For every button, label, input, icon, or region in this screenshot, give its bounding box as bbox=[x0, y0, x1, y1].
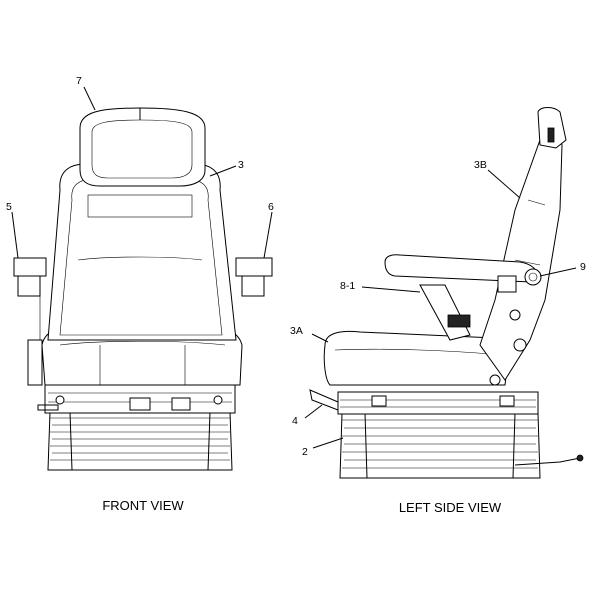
callout-6: 6 bbox=[268, 201, 274, 213]
callout-7: 7 bbox=[76, 75, 82, 87]
callout-3: 3 bbox=[238, 159, 244, 171]
callout-5: 5 bbox=[6, 201, 12, 213]
front-suspension-bellows bbox=[47, 411, 233, 471]
side-callouts: 3B 9 8-1 3A 4 2 bbox=[290, 159, 586, 458]
front-right-armrest bbox=[235, 257, 273, 297]
side-seat-cushion bbox=[323, 330, 509, 386]
front-base-frame bbox=[37, 384, 236, 414]
front-callouts: 7 3 5 6 bbox=[6, 75, 274, 259]
side-armrest bbox=[384, 254, 542, 293]
callout-4: 4 bbox=[292, 415, 298, 427]
front-left-armrest bbox=[13, 257, 47, 340]
callout-3b: 3B bbox=[474, 159, 487, 171]
side-view-caption: LEFT SIDE VIEW bbox=[399, 500, 502, 515]
front-view-caption: FRONT VIEW bbox=[102, 498, 184, 513]
side-backrest bbox=[479, 107, 567, 381]
callout-9: 9 bbox=[580, 261, 586, 273]
side-suspension-bellows bbox=[339, 412, 584, 479]
left-side-view: 3B 9 8-1 3A 4 2 LEFT SIDE VIEW bbox=[290, 107, 586, 515]
front-headrest bbox=[79, 107, 206, 187]
side-base-frame bbox=[309, 389, 539, 415]
front-backrest bbox=[47, 163, 237, 341]
callout-8-1: 8-1 bbox=[340, 280, 355, 292]
front-view: 7 3 5 6 FRONT VIEW bbox=[6, 75, 274, 513]
side-mechanism bbox=[419, 284, 527, 386]
callout-3a: 3A bbox=[290, 325, 303, 337]
callout-2: 2 bbox=[302, 446, 308, 458]
